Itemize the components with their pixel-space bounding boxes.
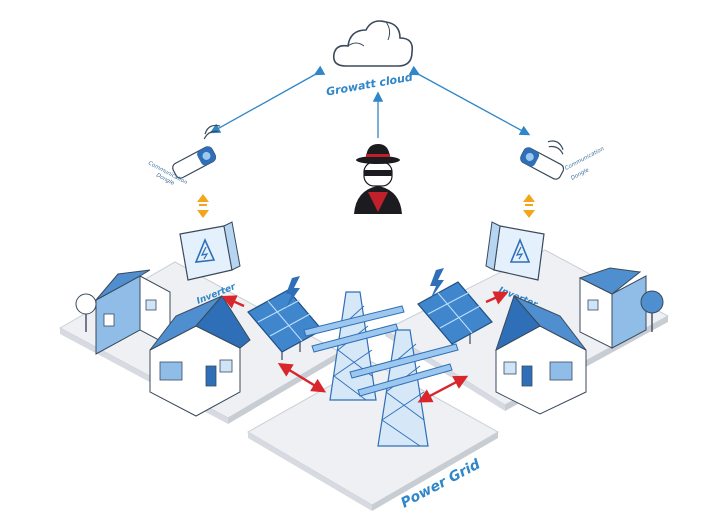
solar-panel-right-icon xyxy=(417,268,493,352)
house-left-front-icon xyxy=(149,295,251,417)
cloud-connections xyxy=(209,65,531,138)
inverter-left-icon xyxy=(179,221,241,281)
hacker-icon xyxy=(354,144,402,214)
red-arrows xyxy=(221,291,509,403)
house-left-back-icon xyxy=(95,269,171,355)
tower-front-icon xyxy=(349,329,459,447)
cloud-icon xyxy=(332,20,414,67)
cloud-label: Growatt cloud xyxy=(325,71,414,99)
dongle-inverter-link-left xyxy=(197,194,209,218)
tree-left-icon xyxy=(75,293,97,332)
dongle-left-icon xyxy=(172,124,221,179)
house-right-front-icon xyxy=(495,295,587,415)
dongle-right-icon xyxy=(520,140,565,180)
dongle-right-label-2: Dongle xyxy=(570,167,591,182)
house-right-back-icon xyxy=(578,267,647,349)
dongle-inverter-link-right xyxy=(523,194,535,218)
tree-right-icon xyxy=(640,290,664,332)
inverter-right-icon xyxy=(485,221,545,281)
